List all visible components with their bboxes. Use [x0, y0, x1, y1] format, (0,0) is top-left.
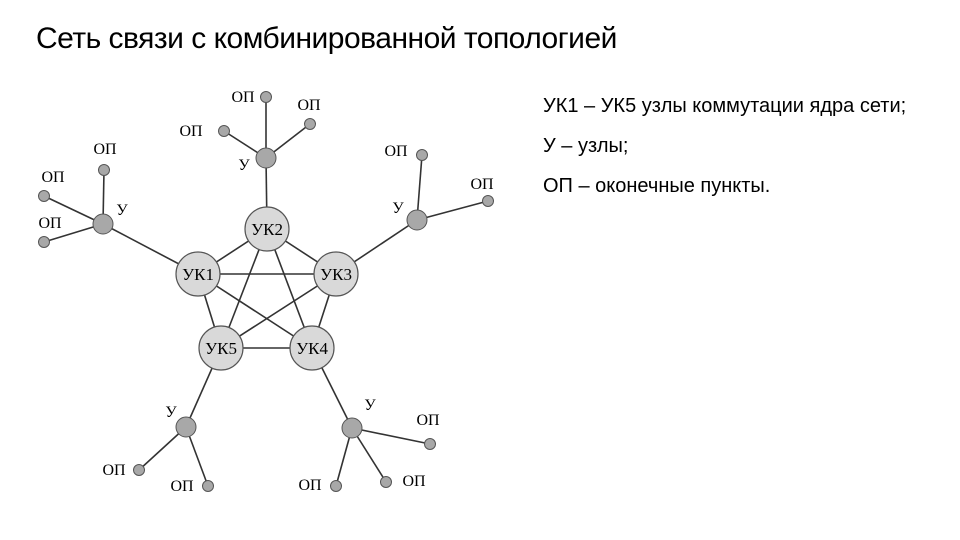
- u-node-left: [92, 213, 114, 235]
- terminal-point: [98, 164, 110, 176]
- op-label: ОП: [470, 176, 494, 193]
- core-node-3: УК3: [313, 251, 359, 297]
- core-node-1: УК1: [175, 251, 221, 297]
- op-label: ОП: [38, 215, 62, 232]
- terminal-point: [304, 118, 316, 130]
- core-node-3-label: УК3: [320, 265, 352, 284]
- u-node-right: [406, 209, 428, 231]
- terminal-point: [202, 480, 214, 492]
- terminal-point: [218, 125, 230, 137]
- legend-item-nodes: У – узлы;: [543, 135, 629, 157]
- op-label: ОП: [179, 123, 203, 140]
- u-node-lower-left: [175, 416, 197, 438]
- u-label-top: У: [238, 157, 250, 174]
- terminal-point: [482, 195, 494, 207]
- terminal-point: [38, 236, 50, 248]
- op-label: ОП: [416, 412, 440, 429]
- op-label: ОП: [93, 141, 117, 158]
- core-node-5-label: УК5: [205, 339, 237, 358]
- legend: УК1 – УК5 узлы коммутации ядра сети; У –…: [543, 92, 906, 212]
- slide-title: Сеть связи с комбинированной топологией: [36, 22, 617, 55]
- core-node-5: УК5: [198, 325, 244, 371]
- op-label: ОП: [170, 478, 194, 495]
- op-label: ОП: [41, 169, 65, 186]
- legend-item-core: УК1 – УК5 узлы коммутации ядра сети;: [543, 95, 907, 117]
- u-label-lower-right: У: [364, 397, 376, 414]
- terminal-point: [380, 476, 392, 488]
- u-node-lower-right: [341, 417, 363, 439]
- terminal-points: [38, 91, 494, 492]
- legend-item-terminals: ОП – оконечные пункты.: [543, 175, 771, 197]
- terminal-point: [424, 438, 436, 450]
- terminal-point: [38, 190, 50, 202]
- op-label: ОП: [297, 97, 321, 114]
- terminal-point: [416, 149, 428, 161]
- terminal-point: [260, 91, 272, 103]
- op-label: ОП: [402, 473, 426, 490]
- u-nodes: [92, 147, 428, 439]
- op-label: ОП: [102, 462, 126, 479]
- op-label: ОП: [298, 477, 322, 494]
- core-node-1-label: УК1: [182, 265, 214, 284]
- u-label-lower-left: У: [165, 404, 177, 421]
- u-label-right: У: [392, 200, 404, 217]
- terminal-point: [133, 464, 145, 476]
- u-node-top: [255, 147, 277, 169]
- core-node-2-label: УК2: [251, 220, 283, 239]
- op-label: ОП: [231, 89, 255, 106]
- core-node-4-label: УК4: [296, 339, 328, 358]
- op-label: ОП: [384, 143, 408, 160]
- core-node-2: УК2: [244, 206, 290, 252]
- u-label-left: У: [116, 202, 128, 219]
- core-node-4: УК4: [289, 325, 335, 371]
- terminal-point: [330, 480, 342, 492]
